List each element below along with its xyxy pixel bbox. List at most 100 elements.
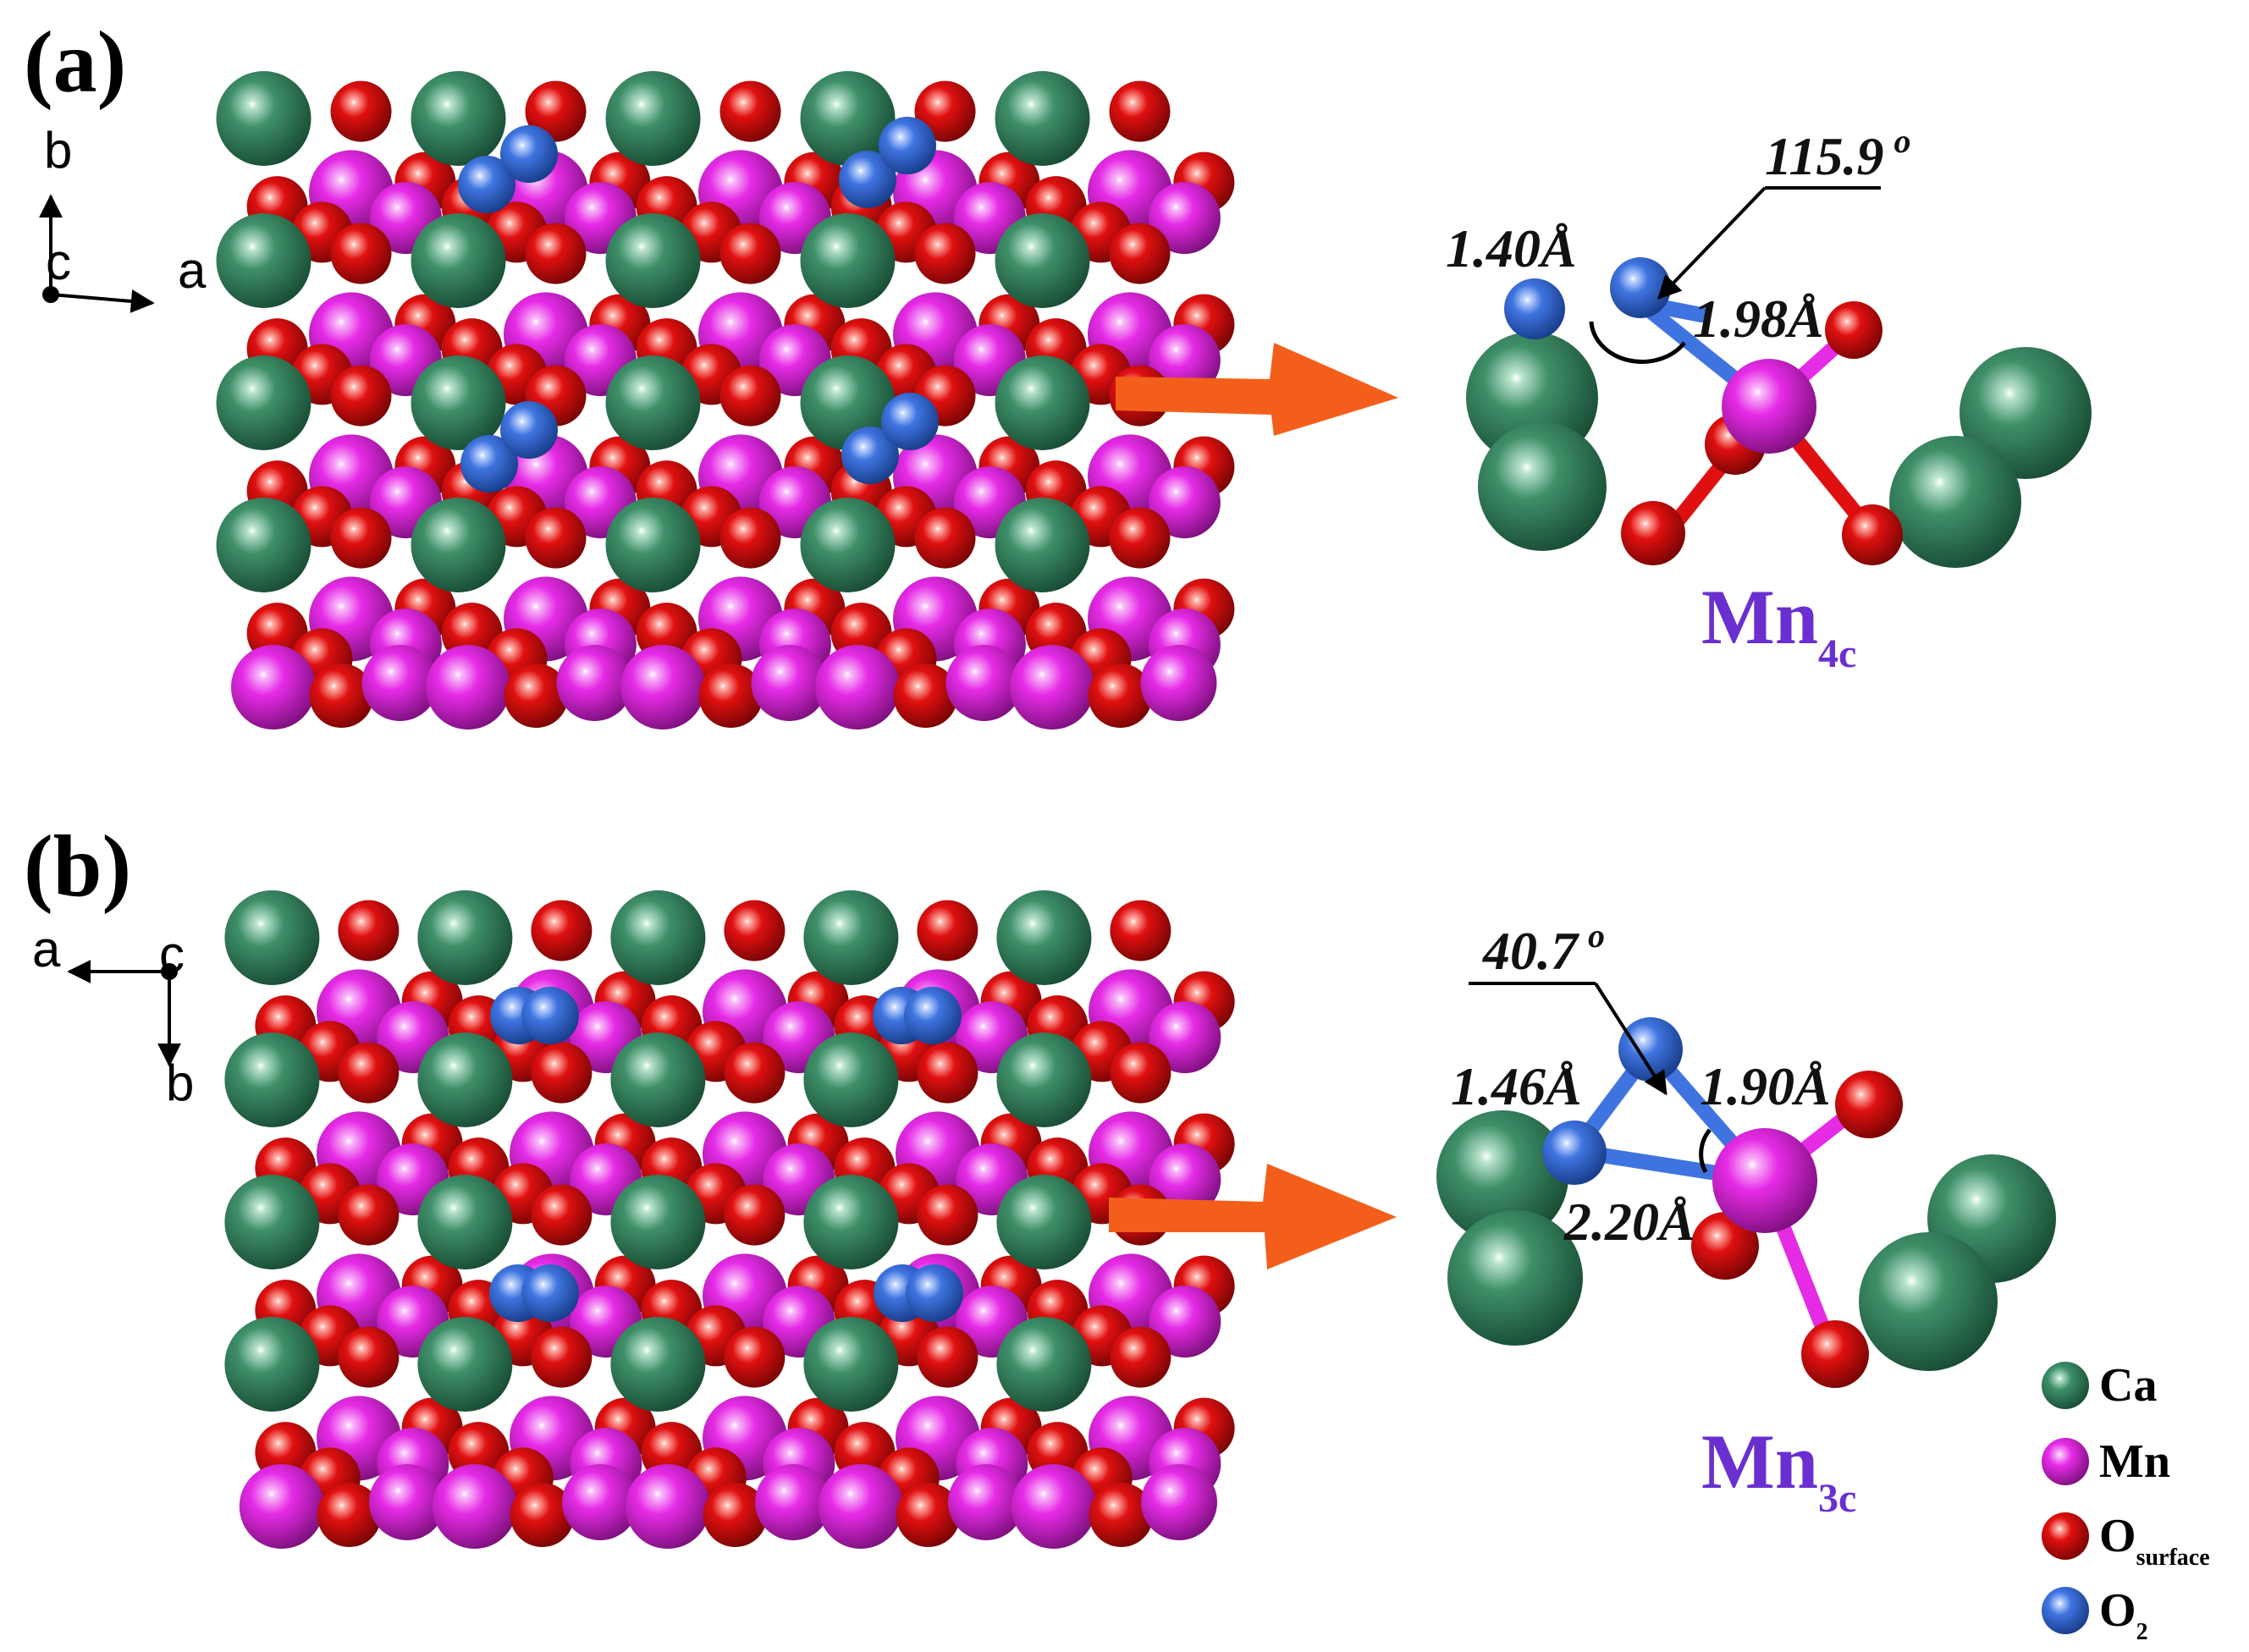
atom-o-surface xyxy=(338,1042,400,1104)
atom-mn xyxy=(751,645,828,721)
atom-ca xyxy=(216,355,311,450)
atom-o-surface xyxy=(917,1326,978,1388)
atom-mn xyxy=(1712,1128,1817,1233)
atom-mn xyxy=(556,645,633,721)
atom-o-surface xyxy=(1109,80,1171,142)
legend-label-mn: Mn xyxy=(2099,1435,2170,1488)
legend-label-ca: Ca xyxy=(2099,1359,2157,1412)
bond-length-mn-o-a: 1.98Å xyxy=(1693,289,1824,349)
atom-ca xyxy=(417,1032,513,1127)
atom-ca xyxy=(411,498,506,592)
legend-swatch-o2 xyxy=(2042,1587,2089,1634)
axis-label-b: b xyxy=(166,1055,194,1111)
atom-mn xyxy=(1140,645,1217,721)
atom-o-surface xyxy=(510,1483,575,1547)
atom-ca xyxy=(216,71,311,166)
atom-ca xyxy=(995,213,1090,308)
adsorption-site-a xyxy=(1466,257,2092,568)
panel-a-label: (a) xyxy=(24,14,126,111)
atom-o-surface xyxy=(1825,301,1882,359)
atom-o-surface xyxy=(330,507,392,569)
atom-ca xyxy=(800,71,896,166)
atom-mn xyxy=(1011,1464,1096,1549)
atom-ca xyxy=(411,355,506,450)
bond-length-mn-o2-b: 2.20Å xyxy=(1563,1192,1695,1252)
legend-item-o2: O2 xyxy=(2042,1584,2148,1645)
atom-o-surface xyxy=(893,664,958,728)
atom-mn xyxy=(1722,359,1816,454)
atom-mn xyxy=(625,1464,710,1549)
atom-o-surface xyxy=(531,900,593,961)
atom-ca xyxy=(800,355,896,450)
legend-swatch-o-surface xyxy=(2042,1512,2089,1560)
atom-o-surface xyxy=(1109,507,1171,569)
atom-o2 xyxy=(841,427,899,484)
atom-o-surface xyxy=(1110,900,1171,961)
atom-ca xyxy=(995,71,1090,166)
atom-ca xyxy=(605,355,701,450)
atom-ca xyxy=(1859,1232,1998,1371)
atom-mn xyxy=(1149,1143,1221,1216)
axis-indicator-b: a c b xyxy=(32,921,194,1111)
atom-mn xyxy=(562,1464,638,1540)
atom-o-surface xyxy=(719,365,781,427)
atom-o2 xyxy=(879,117,936,174)
adsorption-site-b xyxy=(1436,1017,2056,1388)
atom-ca xyxy=(224,1317,320,1412)
atom-mn xyxy=(948,1464,1024,1540)
axis-label-a: a xyxy=(178,242,207,299)
legend-item-mn: Mn xyxy=(2042,1435,2170,1488)
atom-o-surface xyxy=(719,80,781,142)
atom-o-surface xyxy=(1110,1042,1171,1104)
atom-o2 xyxy=(1618,1017,1683,1082)
atom-o2 xyxy=(904,987,962,1044)
axis-origin-dot xyxy=(161,963,178,980)
atom-ca xyxy=(996,1032,1092,1127)
axis-label-b: b xyxy=(44,122,72,179)
atom-mn xyxy=(1149,1286,1221,1358)
atom-mn xyxy=(1149,1001,1221,1074)
atom-ca xyxy=(216,498,311,592)
atom-o-surface xyxy=(309,664,374,728)
legend: Ca Mn Osurface O2 xyxy=(2042,1359,2210,1645)
atom-mn xyxy=(1148,466,1221,539)
atom-mn xyxy=(1141,1464,1217,1540)
site-label-b: Mn3c xyxy=(1701,1418,1856,1521)
atom-ca xyxy=(995,355,1090,450)
atom-ca xyxy=(216,213,311,308)
atom-ca xyxy=(417,1317,513,1412)
atom-ca xyxy=(800,213,896,308)
atom-mn xyxy=(239,1464,324,1549)
atom-o-surface xyxy=(317,1483,382,1547)
atom-o-surface xyxy=(724,1042,785,1104)
atom-o-surface xyxy=(917,1042,978,1104)
atom-o-surface xyxy=(1835,1071,1903,1138)
atom-o-surface xyxy=(719,507,781,569)
atom-ca xyxy=(610,1317,706,1412)
legend-label-o-surface: Osurface xyxy=(2099,1510,2210,1571)
atom-o2 xyxy=(1542,1121,1607,1185)
atom-ca xyxy=(1447,1210,1583,1346)
atom-o-surface xyxy=(1621,501,1685,565)
atom-o-surface xyxy=(719,223,781,284)
panel-b-label: (b) xyxy=(24,818,131,915)
atom-o-surface xyxy=(917,900,978,961)
crystal-slab-a xyxy=(216,71,1235,730)
atom-ca xyxy=(803,1317,899,1412)
atom-ca xyxy=(411,213,506,308)
atom-mn xyxy=(945,645,1023,721)
process-arrow-a xyxy=(1116,343,1398,436)
atom-o-surface xyxy=(531,1184,593,1246)
axis-label-a: a xyxy=(32,921,61,977)
atom-o2 xyxy=(521,987,579,1044)
atom-o-surface xyxy=(330,365,392,427)
atom-mn xyxy=(231,645,316,730)
axis-label-c: c xyxy=(159,926,185,983)
atom-mn xyxy=(432,1464,517,1549)
bond-length-mn-o1-b: 1.90Å xyxy=(1700,1056,1831,1116)
atom-ca xyxy=(417,890,513,985)
atom-mn xyxy=(426,645,510,730)
